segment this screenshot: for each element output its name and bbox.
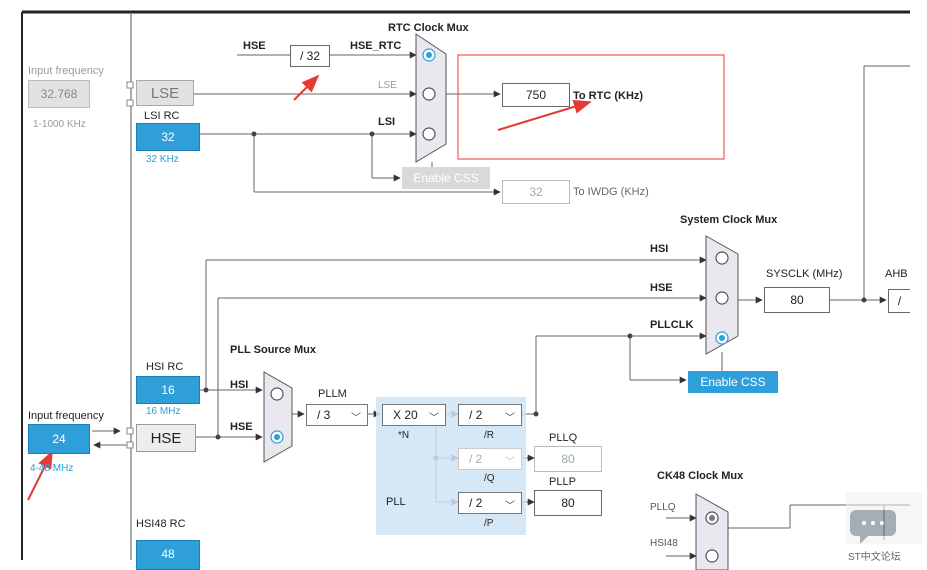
pllq-value-field[interactable]: 80 (534, 446, 602, 472)
chevron-down-icon: ﹀ (429, 413, 439, 424)
pll-src-hse-label: HSE (230, 421, 253, 433)
pllm-value: / 3 (317, 408, 331, 422)
sys-mux-hse-label: HSE (650, 282, 673, 294)
lsi-freq-label: 32 KHz (146, 154, 179, 165)
pllr-value: / 2 (469, 408, 483, 422)
sys-clock-mux-title: System Clock Mux (680, 214, 778, 226)
pllq-value: / 2 (469, 452, 483, 466)
chevron-down-icon: ﹀ (351, 413, 361, 424)
pllm-label: PLLM (318, 388, 347, 400)
sysclk-label: SYSCLK (MHz) (766, 268, 843, 280)
hse-block: HSE (136, 424, 196, 452)
pllp-select[interactable]: / 2 ﹀ (458, 492, 522, 514)
hse-input-frequency-field[interactable]: 24 (28, 424, 90, 454)
chevron-down-icon: ﹀ (505, 457, 515, 468)
lsi-value-field: 32 (136, 123, 200, 151)
hsi-freq-label: 16 MHz (146, 406, 181, 417)
pllq-label: PLLQ (549, 432, 578, 444)
pllr-label: /R (484, 430, 494, 441)
hse-input-frequency-label: Input frequency (28, 410, 104, 422)
rtc-lse-label: LSE (378, 80, 397, 91)
hse-rtc-divider[interactable]: / 32 (290, 45, 330, 67)
plln-value: X 20 (393, 408, 418, 422)
pll-src-hsi-label: HSI (230, 379, 249, 391)
lse-input-frequency-label: Input frequency (28, 65, 104, 77)
rtc-value-field[interactable]: 750 (502, 83, 570, 107)
ahb-label: AHB (885, 268, 908, 280)
rtc-mux-title: RTC Clock Mux (388, 22, 469, 34)
pllq-div-label: /Q (484, 473, 495, 484)
chevron-down-icon: ﹀ (505, 413, 515, 424)
hse-rtc-label: HSE_RTC (350, 40, 402, 52)
chevron-down-icon: ﹀ (505, 501, 515, 512)
sys-mux-pllclk-label: PLLCLK (650, 319, 694, 331)
rtc-highlight-box (457, 54, 725, 160)
lse-input-frequency-field[interactable]: 32.768 (28, 80, 90, 108)
sys-enable-css-button[interactable]: Enable CSS (688, 371, 778, 393)
iwdg-output-label: To IWDG (KHz) (573, 186, 649, 198)
pllr-select[interactable]: / 2 ﹀ (458, 404, 522, 426)
pll-label: PLL (386, 496, 406, 508)
hsi-rc-title: HSI RC (146, 361, 184, 373)
hse-range-label: 4-48 MHz (30, 463, 74, 474)
rtc-hse-label: HSE (243, 40, 266, 52)
rtc-output-label: To RTC (KHz) (573, 90, 644, 102)
ck48-mux-shape (695, 493, 729, 570)
ck48-hsi48-label: HSI48 (650, 538, 678, 549)
hsi48-value-field: 48 (136, 540, 200, 570)
hsi48-rc-title: HSI48 RC (136, 518, 186, 530)
hsi-value-field: 16 (136, 376, 200, 404)
plln-select[interactable]: X 20 ﹀ (382, 404, 446, 426)
pll-source-mux-title: PLL Source Mux (230, 344, 316, 356)
iwdg-value-field[interactable]: 32 (502, 180, 570, 204)
ck48-mux-title: CK48 Clock Mux (657, 470, 744, 482)
pll-source-mux-shape (263, 371, 293, 463)
pllq-select[interactable]: / 2 ﹀ (458, 448, 522, 470)
sys-mux-hsi-label: HSI (650, 243, 669, 255)
pllp-value-field[interactable]: 80 (534, 490, 602, 516)
pllp-label: PLLP (549, 476, 576, 488)
pllp-div-label: /P (484, 518, 494, 529)
pllp-value: / 2 (469, 496, 483, 510)
lsi-rc-title: LSI RC (144, 110, 180, 122)
watermark-logo (846, 492, 922, 544)
pllm-select[interactable]: / 3 ﹀ (306, 404, 368, 426)
sysclk-value-field[interactable]: 80 (764, 287, 830, 313)
plln-label: *N (398, 430, 410, 441)
rtc-enable-css-button[interactable]: Enable CSS (402, 167, 490, 189)
lse-range-label: 1-1000 KHz (33, 119, 86, 130)
watermark-text: ST中文论坛 (848, 552, 901, 563)
lse-block: LSE (136, 80, 194, 106)
ck48-pllq-label: PLLQ (650, 502, 676, 513)
ahb-divider[interactable]: / (888, 289, 910, 313)
rtc-lsi-label: LSI (378, 116, 396, 128)
